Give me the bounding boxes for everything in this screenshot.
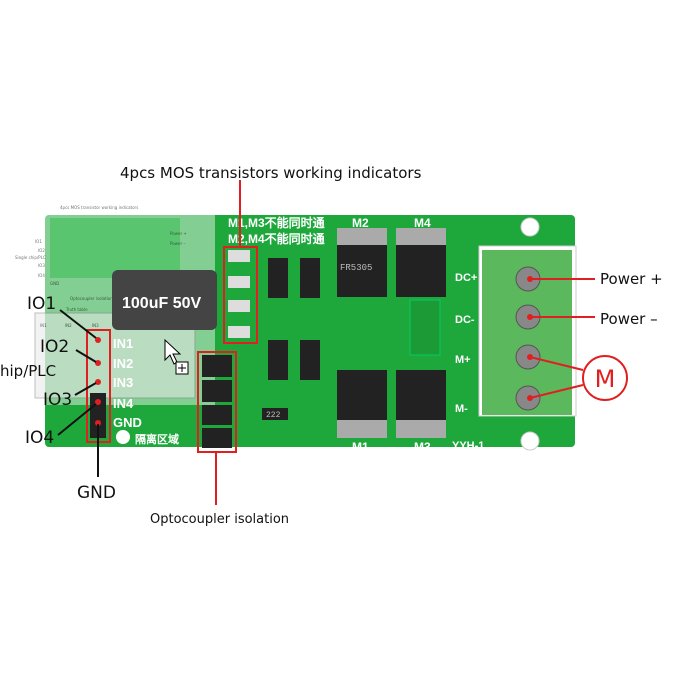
mount-hole: [520, 217, 540, 237]
terminal-dots: [527, 276, 533, 401]
label-m2: M2: [352, 216, 369, 230]
opto-label: Optocoupler isolation: [150, 512, 289, 527]
io4-label: IO4: [25, 428, 54, 448]
mcu-label: hip/PLC: [0, 362, 56, 380]
capacitor: [112, 270, 217, 330]
power-minus-label: Power –: [600, 310, 658, 328]
capacitor-label: 100uF 50V: [122, 295, 201, 312]
label-gnd: GND: [113, 415, 142, 430]
resistor: [262, 408, 288, 420]
pin-dots: [95, 337, 101, 426]
ghost-header: IN1: [40, 323, 47, 328]
label-dc-plus: DC+: [455, 272, 477, 284]
ghost-power-minus: Power –: [170, 241, 185, 246]
mosfets: [337, 228, 446, 438]
ghost-header: IN2: [65, 323, 72, 328]
ghost-io2: IO2: [38, 248, 45, 253]
motor-label: M: [595, 365, 616, 393]
indicator-leds: [228, 250, 250, 338]
power-plus-label: Power +: [600, 270, 663, 288]
diodes: [268, 258, 320, 380]
drag-cursor-icon: [164, 338, 189, 375]
model-label: YYH-1: [452, 440, 484, 452]
motor-symbol: [582, 355, 628, 401]
ghost-title: 4pcs MOS transistor working indicators: [60, 205, 138, 210]
ghost-power-plus: Power +: [170, 231, 187, 236]
io2-label: IO2: [40, 337, 69, 357]
io1-label: IO1: [27, 294, 56, 314]
mosfet-label: FR5305: [340, 263, 372, 273]
ghost-io1: IO1: [35, 239, 42, 244]
gnd-label: GND: [77, 483, 116, 503]
label-m-plus: M+: [455, 354, 471, 366]
ghost-io3: IO3: [38, 263, 45, 268]
label-in3: IN3: [113, 375, 133, 390]
ghost-opto: Optocoupler isolation: [70, 296, 113, 301]
isolation-area-label: 隔离区域: [135, 432, 179, 446]
label-in2: IN2: [113, 356, 133, 371]
ghost-table-title: Truth table: [65, 307, 88, 312]
via-grid: [409, 299, 441, 356]
label-m1: M1: [352, 440, 369, 454]
optocouplers: [202, 355, 232, 448]
terminal-pointer-lines: [529, 278, 595, 399]
indicators-label: 4pcs MOS transistors working indicators: [120, 164, 422, 182]
label-in4: IN4: [113, 396, 134, 411]
label-in1: IN1: [113, 336, 133, 351]
label-m-minus: M-: [455, 403, 468, 415]
warning-text-1: M1,M3不能同时通: [228, 215, 325, 230]
io-pointer-lines: [57, 309, 99, 477]
ghost-mcu: Single chip/PLC: [15, 255, 46, 260]
pin-header[interactable]: [90, 393, 106, 438]
label-m3: M3: [414, 440, 431, 454]
ghost-header: IN3: [92, 323, 99, 328]
io3-label: IO3: [43, 390, 72, 410]
label-m4: M4: [414, 216, 431, 230]
ghost-gnd: GND: [50, 281, 59, 286]
label-dc-minus: DC-: [455, 314, 475, 326]
warning-text-2: M2,M4不能同时通: [228, 231, 325, 246]
mount-hole: [116, 430, 130, 444]
mount-hole: [520, 431, 540, 451]
resistor-label: 222: [266, 411, 281, 420]
ghost-io4: IO4: [38, 273, 45, 278]
